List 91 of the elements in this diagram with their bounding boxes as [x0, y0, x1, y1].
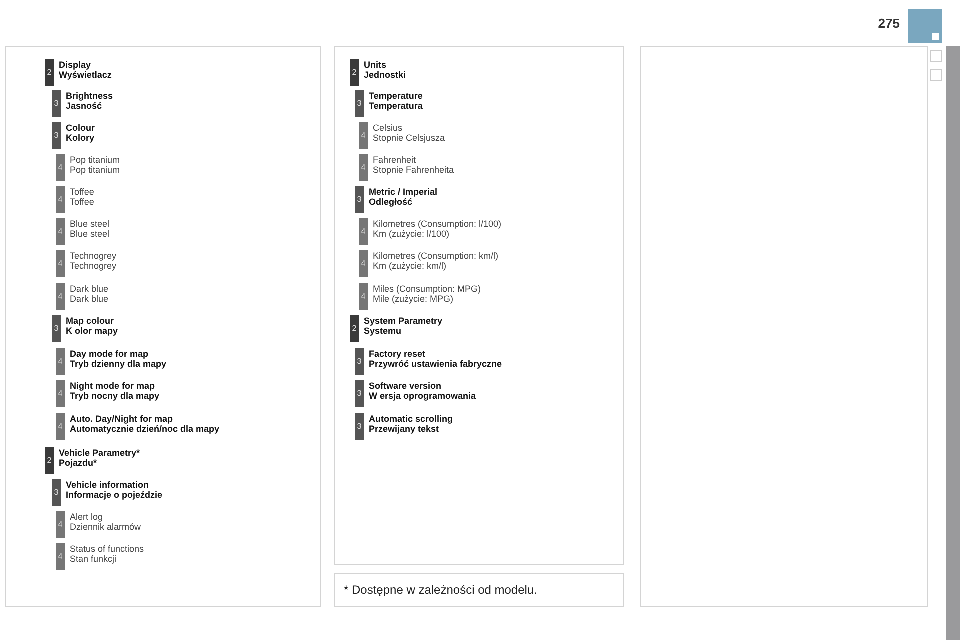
level-badge: 2	[350, 315, 359, 342]
level-badge: 3	[52, 315, 61, 342]
level-badge: 4	[56, 380, 65, 407]
menu-item-label: Odległość	[369, 197, 413, 207]
level-badge: 4	[359, 122, 368, 149]
menu-item-label: Systemu	[364, 326, 402, 336]
level-badge: 2	[45, 59, 54, 86]
menu-item-label: Mile (zużycie: MPG)	[373, 294, 454, 304]
menu-item-label: Miles (Consumption: MPG)	[373, 284, 482, 294]
menu-item-label: K olor mapy	[66, 326, 118, 336]
menu-item-label: Auto. Day/Night for map	[70, 414, 173, 424]
menu-item-label: Temperatura	[369, 101, 423, 111]
menu-item-label: Alert log	[70, 512, 104, 522]
menu-item-label: Day mode for map	[70, 349, 149, 359]
menu-item-label: Automatic scrolling	[369, 414, 454, 424]
menu-item-label: Stan funkcji	[70, 554, 117, 564]
level-badge: 4	[56, 413, 65, 440]
menu-item-label: Km (zużycie: l/100)	[373, 229, 450, 239]
menu-item-label: W ersja oprogramowania	[369, 391, 476, 401]
menu-item-label: Colour	[66, 123, 95, 133]
level-badge: 4	[56, 186, 65, 213]
level-badge: 4	[359, 218, 368, 245]
level-badge: 4	[56, 283, 65, 310]
menu-item-label: Jednostki	[364, 70, 406, 80]
menu-item-label: Przewijany tekst	[369, 424, 440, 434]
menu-item-label: Factory reset	[369, 349, 426, 359]
menu-item-label: Wyświetlacz	[59, 70, 112, 80]
level-badge: 4	[359, 250, 368, 277]
level-badge: 2	[350, 59, 359, 86]
menu-item-label: Brightness	[66, 91, 114, 101]
menu-item-label: Pop titanium	[70, 155, 120, 165]
level-badge: 3	[355, 413, 364, 440]
menu-item-label: Toffee	[70, 187, 94, 197]
menu-item-label: Vehicle Parametry*	[59, 448, 140, 458]
level-badge: 3	[355, 380, 364, 407]
level-badge: 4	[56, 543, 65, 570]
level-badge: 4	[56, 218, 65, 245]
level-badge: 4	[359, 154, 368, 181]
menu-item-label: Metric / Imperial	[369, 187, 438, 197]
menu-item-label: Kilometres (Consumption: km/l)	[373, 251, 499, 261]
menu-item-label: Stopnie Fahrenheita	[373, 165, 454, 175]
panel-frame	[640, 46, 928, 607]
menu-item-label: Stopnie Celsjusza	[373, 133, 446, 143]
menu-item-label: Blue steel	[70, 219, 110, 229]
level-badge: 3	[52, 90, 61, 117]
level-badge: 3	[52, 479, 61, 506]
menu-item-label: Blue steel	[70, 229, 110, 239]
menu-item-label: Informacje o pojeździe	[66, 490, 163, 500]
level-badge: 4	[56, 511, 65, 538]
menu-item-label: Technogrey	[70, 251, 117, 261]
menu-item-label: Przywróć ustawienia fabryczne	[369, 359, 502, 369]
menu-item-label: Tryb dzienny dla mapy	[70, 359, 167, 369]
menu-item-label: Night mode for map	[70, 381, 155, 391]
panel-frame	[334, 46, 624, 565]
note-box	[334, 573, 624, 607]
menu-item-label: Temperature	[369, 91, 423, 101]
menu-item-label: Pojazdu*	[59, 458, 98, 468]
menu-item-label: Dark blue	[70, 284, 109, 294]
menu-item-label: Kilometres (Consumption: l/100)	[373, 219, 502, 229]
menu-item-label: Vehicle information	[66, 480, 150, 490]
level-badge: 3	[355, 348, 364, 375]
level-badge: 3	[355, 90, 364, 117]
side-bar	[946, 46, 960, 640]
menu-item-label: Fahrenheit	[373, 155, 416, 165]
panel-frame	[5, 46, 321, 607]
menu-item-label: Pop titanium	[70, 165, 120, 175]
menu-item-label: Display	[59, 60, 92, 70]
menu-item-label: Dark blue	[70, 294, 109, 304]
footnote-text: * Dostępne w zależności od modelu.	[344, 583, 538, 597]
menu-item-label: Units	[364, 60, 386, 70]
level-badge: 4	[56, 250, 65, 277]
menu-item-label: Km (zużycie: km/l)	[373, 261, 447, 271]
menu-item-label: Map colour	[66, 316, 114, 326]
level-badge: 3	[52, 122, 61, 149]
level-badge: 3	[355, 186, 364, 213]
level-badge: 4	[359, 283, 368, 310]
page-number: 275	[878, 16, 900, 31]
menu-item-label: Automatycznie dzień/noc dla mapy	[70, 424, 220, 434]
menu-item-label: System Parametry	[364, 316, 443, 326]
menu-item-label: Jasność	[66, 101, 102, 111]
level-badge: 4	[56, 348, 65, 375]
menu-item-label: Kolory	[66, 133, 95, 143]
level-badge: 2	[45, 447, 54, 474]
menu-item-label: Celsius	[373, 123, 403, 133]
menu-item-label: Toffee	[70, 197, 94, 207]
menu-item-label: Technogrey	[70, 261, 117, 271]
menu-item-label: Dziennik alarmów	[70, 522, 142, 532]
menu-item-label: Tryb nocny dla mapy	[70, 391, 160, 401]
menu-item-label: Status of functions	[70, 544, 144, 554]
menu-item-label: Software version	[369, 381, 442, 391]
level-badge: 4	[56, 154, 65, 181]
